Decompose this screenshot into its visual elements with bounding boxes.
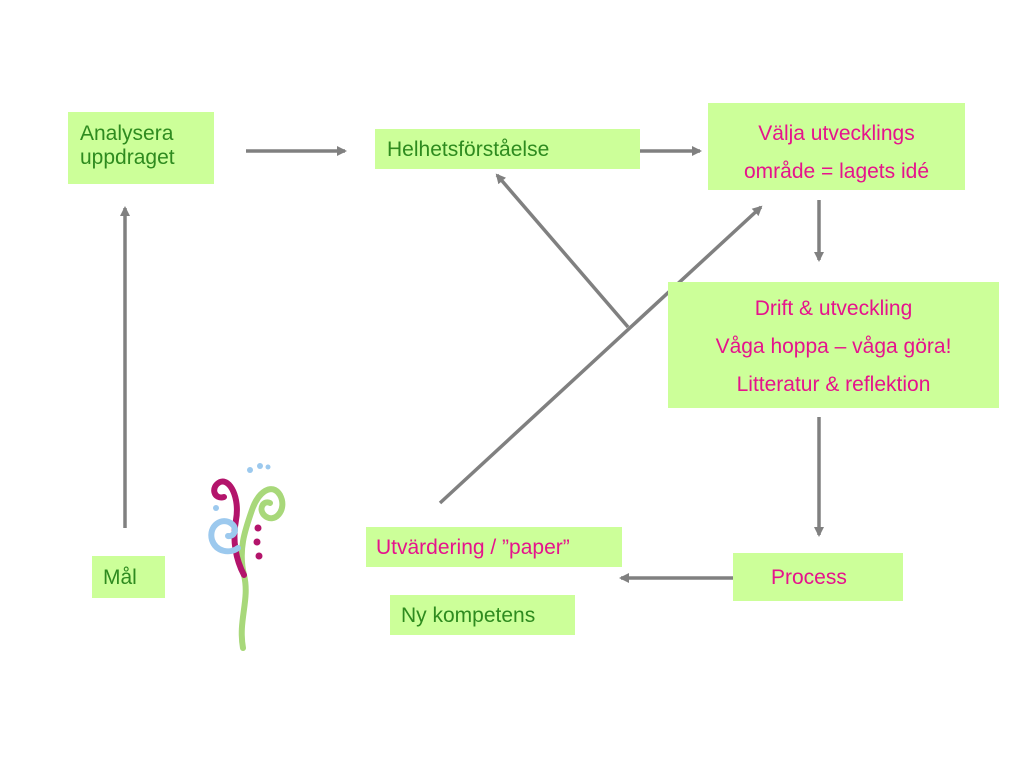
box-drift-line-2: Våga hoppa – våga göra! [715, 335, 952, 358]
box-process: Process [733, 553, 903, 601]
box-process-label: Process [771, 566, 847, 589]
box-valja-line-2: område = lagets idé [743, 160, 930, 183]
arrow-utvardering-to-valja [438, 205, 763, 505]
box-mal-label: Mål [103, 566, 137, 589]
box-analysera-line-2: uppdraget [80, 146, 175, 170]
box-analysera-uppdraget: Analysera uppdraget [68, 112, 214, 184]
box-helhetsforstaelse: Helhetsförståelse [375, 129, 640, 169]
arrow-branch-to-helhet [495, 173, 630, 329]
box-valja-utvecklingsomrade: Välja utvecklings område = lagets idé [708, 103, 965, 190]
box-utvardering: Utvärdering / ”paper” [366, 527, 622, 567]
box-ny-kompetens-label: Ny kompetens [401, 604, 536, 627]
box-utvardering-label: Utvärdering / ”paper” [376, 536, 570, 559]
box-ny-kompetens: Ny kompetens [390, 595, 575, 635]
box-helhet-label: Helhetsförståelse [387, 138, 550, 161]
box-drift-line-1: Drift & utveckling [754, 297, 913, 320]
box-drift-utveckling: Drift & utveckling Våga hoppa – våga gör… [668, 282, 999, 408]
box-drift-line-3: Litteratur & reflektion [736, 373, 931, 396]
box-mal: Mål [92, 556, 165, 598]
box-analysera-line-1: Analysera [80, 122, 174, 145]
box-valja-line-1: Välja utvecklings [758, 122, 915, 145]
swirl-flower-icon [208, 463, 286, 651]
